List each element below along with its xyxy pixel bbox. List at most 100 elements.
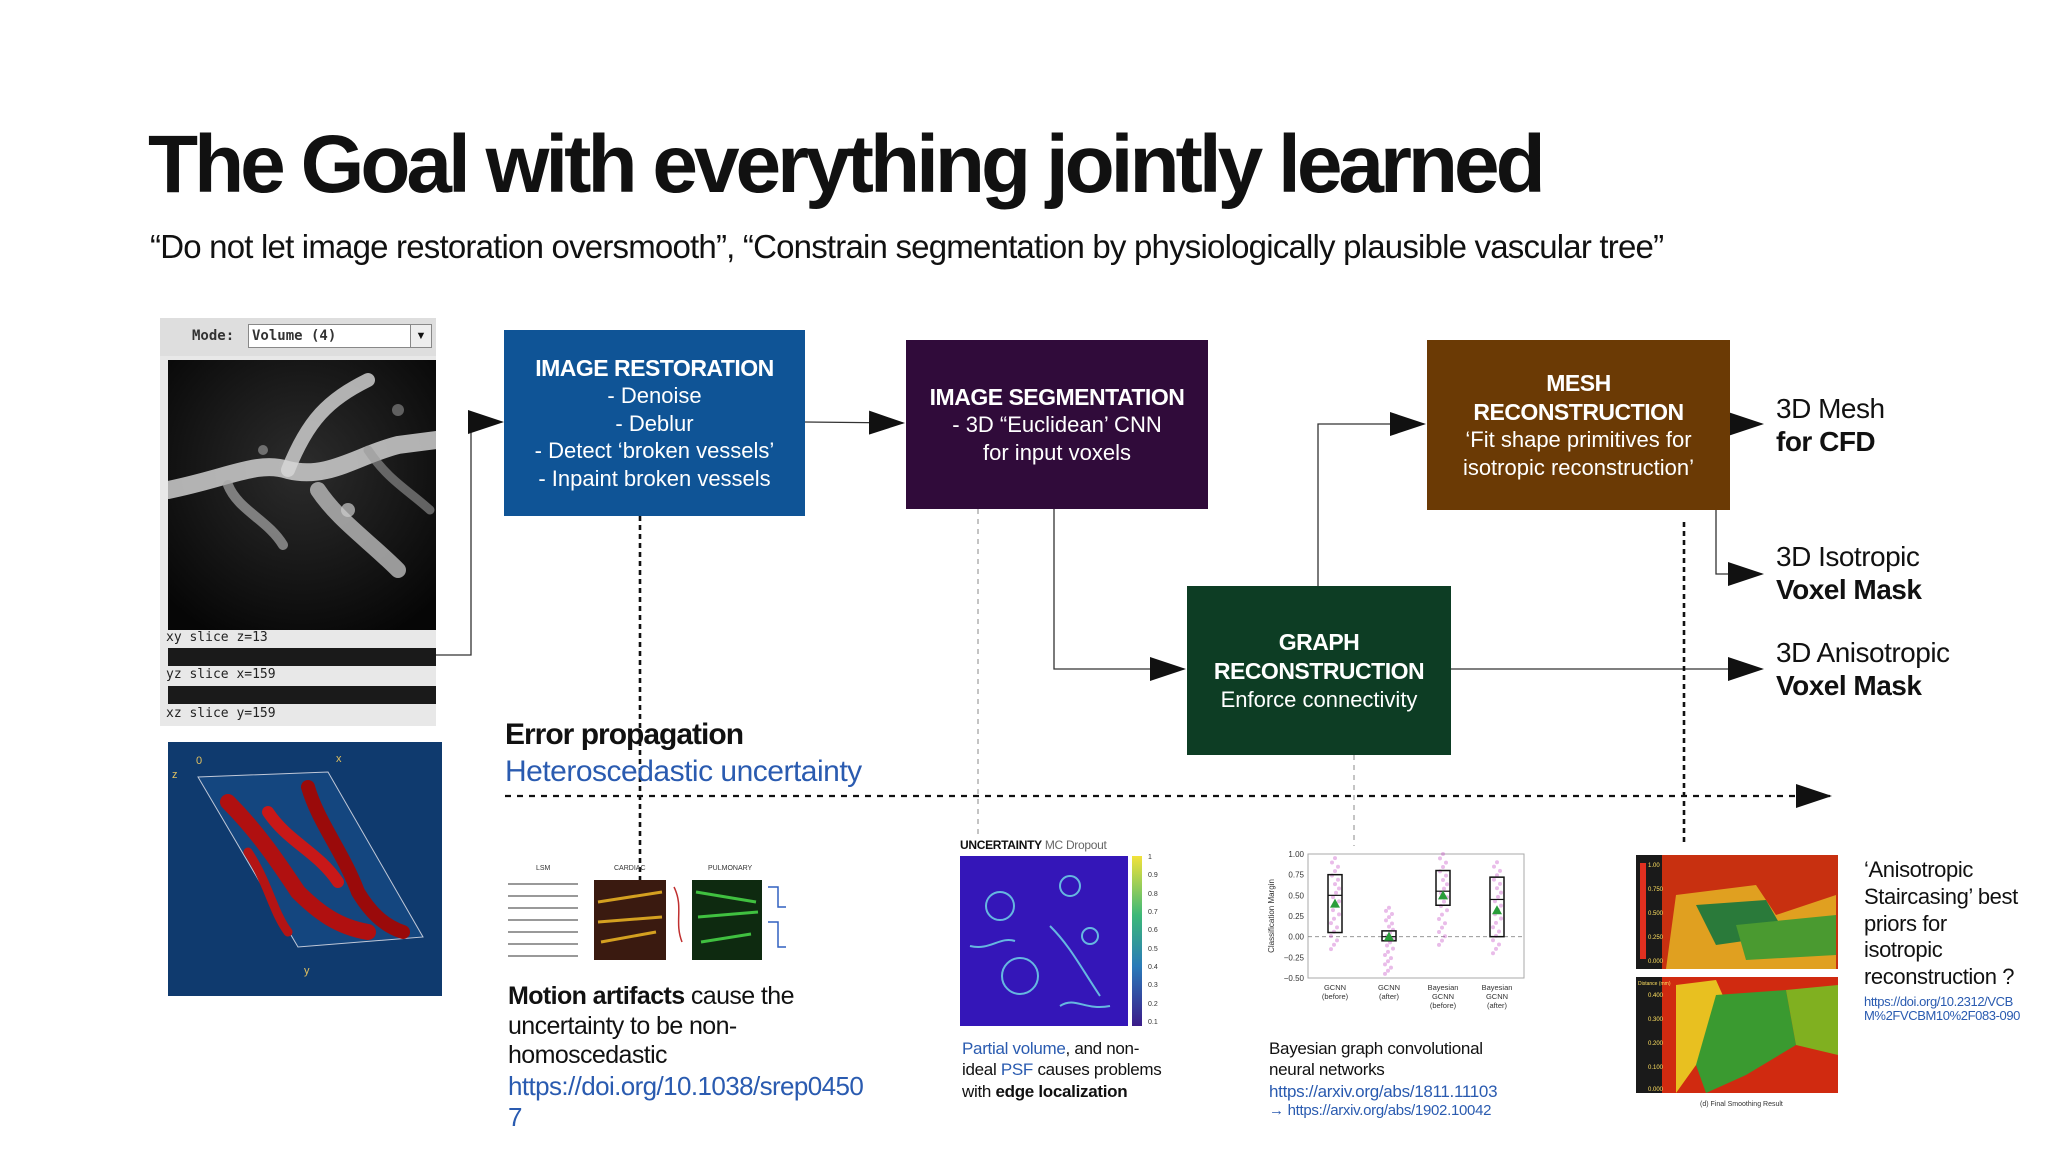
panel-b-tick: 0.300: [1648, 1017, 1664, 1023]
data-point: [1333, 882, 1337, 887]
staircase-caption: (d) Final Smoothing Result: [1700, 1101, 1783, 1108]
data-point: [1444, 873, 1448, 878]
uncertainty-colorbar-ticks: 1 0.9 0.8 0.7 0.6 0.5 0.4 0.3 0.2 0.1: [1148, 854, 1158, 1026]
image-segmentation-box: IMAGE SEGMENTATION - 3D “Euclidean’ CNN …: [906, 340, 1208, 509]
axis-y-label: y: [304, 965, 310, 977]
panel-a-tick: 0.000: [1648, 959, 1664, 965]
data-point: [1336, 864, 1340, 869]
data-point: [1329, 947, 1333, 952]
data-point: [1438, 856, 1442, 861]
volume-viewer: Mode: Volume (4) ▼ xy slice z=13 yz slic…: [160, 318, 436, 726]
uncertainty-map-image: [960, 856, 1142, 1026]
bayes-link-1[interactable]: https://arxiv.org/abs/1811.11103: [1269, 1081, 1498, 1101]
mean-marker: [1492, 905, 1502, 915]
x-tick-label: GCNN: [1432, 992, 1454, 1001]
data-point: [1329, 934, 1333, 939]
data-point: [1437, 929, 1441, 934]
data-point: [1497, 942, 1501, 947]
data-point: [1493, 899, 1497, 904]
y-tick-label: −0.50: [1284, 974, 1305, 983]
mean-marker: [1384, 931, 1394, 941]
data-point: [1495, 873, 1499, 878]
data-point: [1387, 905, 1391, 910]
mode-select[interactable]: Volume (4) ▼: [248, 324, 432, 348]
data-point: [1383, 971, 1387, 976]
x-tick-label: (before): [1322, 992, 1349, 1001]
arrow-viewer-to-restoration: [436, 410, 504, 656]
axis-o-label: 0: [196, 755, 202, 767]
data-point: [1441, 852, 1445, 856]
data-point: [1337, 886, 1341, 891]
data-point: [1383, 962, 1387, 967]
bayesian-caption: Bayesian graph convolutional neural netw…: [1269, 1038, 1529, 1121]
restoration-title: IMAGE RESTORATION: [535, 354, 774, 381]
x-tick-label: (before): [1430, 1001, 1457, 1010]
data-point: [1492, 877, 1496, 882]
data-point: [1389, 956, 1393, 961]
data-point: [1335, 925, 1339, 930]
panel-b-tick: 0.000: [1648, 1087, 1664, 1093]
panel-b-tick: 0.200: [1648, 1041, 1664, 1047]
data-point: [1494, 920, 1498, 925]
data-point: [1337, 899, 1341, 904]
xy-slice-label: xy slice z=13: [166, 630, 268, 645]
graph-reconstruction-box: GRAPH RECONSTRUCTION Enforce connectivit…: [1187, 586, 1451, 755]
output-isotropic-mask: 3D Isotropic Voxel Mask: [1776, 541, 1922, 606]
data-point: [1332, 942, 1336, 947]
mean-marker: [1438, 890, 1448, 900]
dropdown-arrow-icon: ▼: [410, 325, 431, 347]
data-point: [1386, 968, 1390, 973]
data-point: [1331, 908, 1335, 913]
data-point: [1440, 912, 1444, 917]
data-point: [1499, 890, 1503, 895]
data-point: [1391, 946, 1395, 951]
bayesian-gcnn-chart: 1.000.750.500.250.00−0.25−0.50Classifica…: [1267, 850, 1525, 1010]
data-point: [1442, 886, 1446, 891]
axis-z-label: z: [172, 769, 178, 781]
mesh-title: RECONSTRUCTION: [1473, 398, 1684, 425]
data-point: [1384, 908, 1388, 913]
data-point: [1443, 934, 1447, 939]
data-point: [1442, 899, 1446, 904]
x-tick-label: (after): [1487, 1001, 1508, 1010]
arrow-restoration-to-segmentation: [804, 410, 905, 435]
mesh-line: ‘Fit shape primitives for: [1465, 427, 1692, 453]
uncertainty-title: UNCERTAINTY MC Dropout: [960, 838, 1107, 852]
panel-a-tick: 1.00: [1648, 863, 1660, 869]
slide-title: The Goal with everything jointly learned: [148, 119, 1546, 210]
bayes-link-2[interactable]: → https://arxiv.org/abs/1902.10042: [1269, 1101, 1492, 1119]
data-point: [1491, 925, 1495, 930]
data-point: [1384, 918, 1388, 923]
data-point: [1499, 903, 1503, 908]
error-propagation-title: Error propagation: [505, 718, 744, 751]
panel-b-label: Distance (mm): [1638, 981, 1671, 987]
x-tick-label: GCNN: [1486, 992, 1508, 1001]
graph-line: Enforce connectivity: [1220, 686, 1418, 712]
restoration-line: - Detect ‘broken vessels’: [534, 438, 775, 464]
x-tick-label: GCNN: [1378, 983, 1400, 992]
panel-a-tick: 0.500: [1648, 911, 1664, 917]
xz-slice-image: [168, 686, 436, 704]
anisotropic-staircasing-text: ‘Anisotropic Staircasing’ best priors fo…: [1864, 857, 2024, 1022]
data-point: [1335, 938, 1339, 943]
data-point: [1444, 860, 1448, 865]
data-point: [1496, 894, 1500, 899]
segmentation-title: IMAGE SEGMENTATION: [929, 383, 1185, 410]
box-mark: [1435, 869, 1451, 907]
x-tick-label: GCNN: [1324, 983, 1346, 992]
uncertainty-caption: Partial volume, and non-ideal PSF causes…: [962, 1039, 1162, 1101]
motion-doi-link[interactable]: https://doi.org/10.1038/srep04507: [508, 1070, 864, 1133]
output-mesh: 3D Mesh for CFD: [1776, 393, 1885, 458]
panel-label: LSM: [536, 865, 551, 872]
data-point: [1441, 877, 1445, 882]
data-point: [1387, 915, 1391, 920]
segmentation-line: for input voxels: [983, 439, 1131, 465]
data-point: [1443, 921, 1447, 926]
y-tick-label: 0.75: [1288, 871, 1304, 880]
panel-a-tick: 0.250: [1648, 935, 1664, 941]
data-point: [1441, 864, 1445, 869]
data-point: [1333, 856, 1337, 861]
staircase-doi-link[interactable]: https://doi.org/10.2312/VCBM%2FVCBM10%2F…: [1864, 994, 2021, 1023]
data-point: [1390, 912, 1394, 917]
